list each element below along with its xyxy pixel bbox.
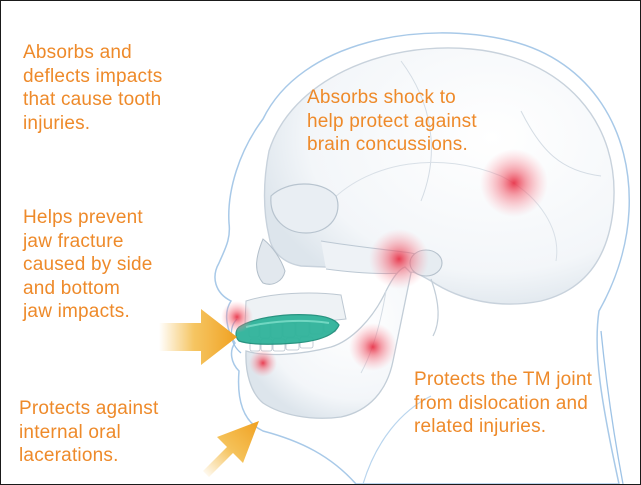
oral-impact-glow (249, 349, 277, 377)
callout-jaw-fracture: Helps prevent jaw fracture caused by sid… (23, 206, 153, 324)
callout-line: from dislocation and (414, 392, 592, 416)
mastoid-process (431, 279, 438, 336)
tooth-impact-glow (221, 301, 253, 333)
callout-line: Absorbs and (23, 41, 162, 65)
callout-line: lacerations. (19, 444, 158, 468)
callout-tooth-injuries: Absorbs and deflects impacts that cause … (23, 41, 162, 135)
callout-line: deflects impacts (23, 65, 162, 89)
callout-line: Protects the TM joint (414, 368, 592, 392)
callout-line: Helps prevent (23, 206, 153, 230)
callout-line: injuries. (23, 112, 162, 136)
callout-line: internal oral (19, 421, 158, 445)
callout-line: jaw impacts. (23, 300, 153, 324)
callout-line: related injuries. (414, 415, 592, 439)
brain-impact-glow (480, 149, 548, 217)
callout-oral-lacerations: Protects against internal oral laceratio… (19, 397, 158, 468)
callout-tm-joint: Protects the TM joint from dislocation a… (414, 368, 592, 439)
callout-line: Protects against (19, 397, 158, 421)
tm-joint-impact-glow (369, 229, 429, 289)
callout-line: and bottom (23, 277, 153, 301)
callout-line: brain concussions. (307, 133, 477, 157)
callout-line: that cause tooth (23, 88, 162, 112)
callout-line: jaw fracture (23, 230, 153, 254)
callout-brain-concussion: Absorbs shock to help protect against br… (307, 86, 477, 157)
bottom-impact-arrow-icon (203, 421, 259, 477)
callout-line: caused by side (23, 253, 153, 277)
callout-line: Absorbs shock to (307, 86, 477, 110)
callout-line: help protect against (307, 110, 477, 134)
jaw-impact-glow (349, 323, 397, 371)
